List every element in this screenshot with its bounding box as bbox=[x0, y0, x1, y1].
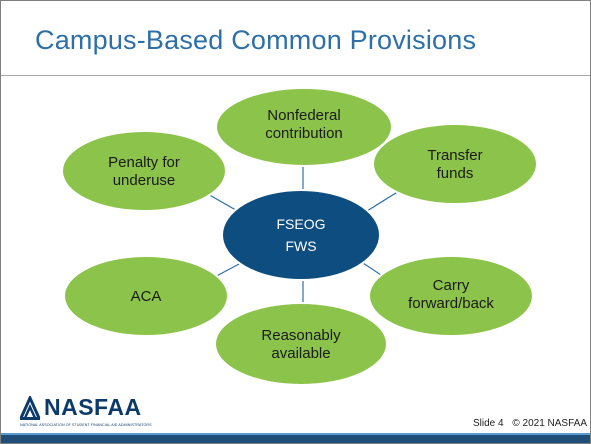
slide-number: Slide 4 bbox=[473, 418, 504, 429]
node-aca-label: ACA bbox=[131, 288, 162, 305]
node-penalty: Penalty for underuse bbox=[61, 130, 227, 212]
logo-wordmark: NASFAA bbox=[44, 394, 142, 420]
center-node-line2: FWS bbox=[285, 238, 316, 254]
center-node: FSEOG FWS bbox=[221, 189, 381, 281]
node-aca: ACA bbox=[63, 255, 229, 337]
node-nonfederal: Nonfederal contribution bbox=[215, 87, 393, 167]
footer-accent-bar bbox=[1, 433, 590, 435]
node-reasonably-line2: available bbox=[271, 345, 330, 362]
node-carry-line2: forward/back bbox=[408, 295, 494, 312]
node-reasonably: Reasonably available bbox=[214, 302, 388, 386]
slide-title: Campus-Based Common Provisions bbox=[35, 25, 477, 55]
logo-tagline: NATIONAL ASSOCIATION OF STUDENT FINANCIA… bbox=[20, 423, 152, 427]
node-nonfederal-line2: contribution bbox=[265, 125, 343, 142]
slide-footer: Slide 4 © 2021 NASFAA bbox=[467, 418, 587, 429]
node-penalty-line1: Penalty for bbox=[108, 154, 180, 171]
title-divider bbox=[1, 75, 590, 76]
copyright-text: © 2021 NASFAA bbox=[512, 418, 587, 429]
node-nonfederal-line1: Nonfederal bbox=[267, 107, 340, 124]
node-carry-line1: Carry bbox=[433, 277, 470, 294]
node-penalty-line2: underuse bbox=[113, 172, 176, 189]
connector-transfer bbox=[366, 190, 400, 212]
node-transfer: Transfer funds bbox=[372, 123, 538, 205]
nasfaa-logo: NASFAA NATIONAL ASSOCIATION OF STUDENT F… bbox=[19, 394, 179, 432]
node-reasonably-line1: Reasonably bbox=[261, 327, 341, 344]
center-node-line1: FSEOG bbox=[276, 216, 325, 232]
node-carry: Carry forward/back bbox=[368, 255, 534, 337]
node-transfer-line1: Transfer bbox=[427, 147, 482, 164]
footer-bar bbox=[1, 435, 590, 443]
nasfaa-emblem-icon bbox=[19, 396, 41, 420]
node-transfer-line2: funds bbox=[437, 165, 474, 182]
